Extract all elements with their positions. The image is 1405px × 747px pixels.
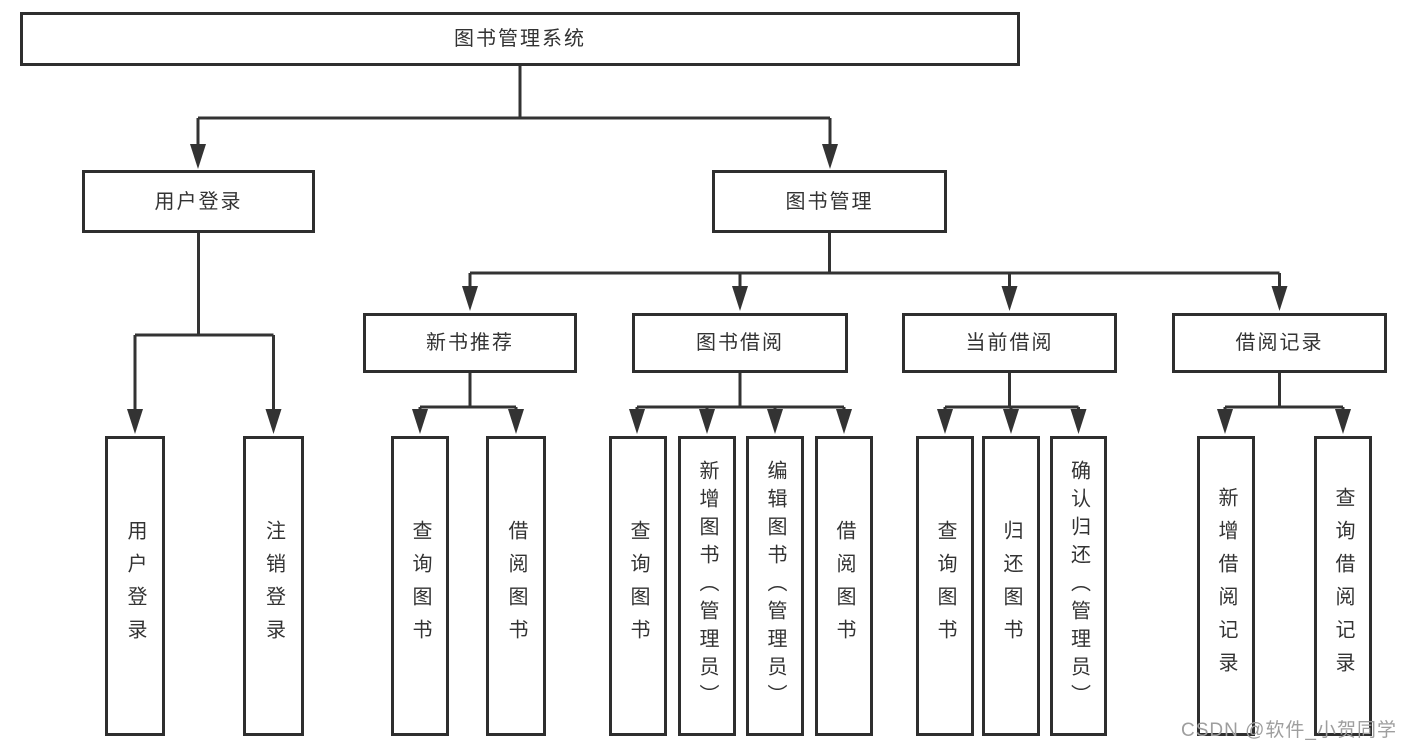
leaf-edit-book-admin: 编辑图书（管理员） — [746, 436, 804, 736]
leaf-query-book-recommend: 查询图书 — [391, 436, 449, 736]
node-borrow-record: 借阅记录 — [1172, 313, 1387, 373]
node-current-borrow: 当前借阅 — [902, 313, 1117, 373]
node-user-login: 用户登录 — [82, 170, 315, 233]
node-library-management-system: 图书管理系统 — [20, 12, 1020, 66]
leaf-query-borrow-record: 查询借阅记录 — [1314, 436, 1372, 736]
connector-lines — [133, 66, 1345, 414]
leaf-user-login: 用户登录 — [105, 436, 165, 736]
leaf-query-book-borrow: 查询图书 — [609, 436, 667, 736]
node-book-management: 图书管理 — [712, 170, 947, 233]
leaf-logout: 注销登录 — [243, 436, 304, 736]
csdn-watermark: CSDN @软件_小贺同学 — [1181, 720, 1397, 741]
leaf-return-book: 归还图书 — [982, 436, 1040, 736]
leaf-add-borrow-record: 新增借阅记录 — [1197, 436, 1255, 736]
leaf-borrow-book-recommend: 借阅图书 — [486, 436, 546, 736]
leaf-query-book-current: 查询图书 — [916, 436, 974, 736]
leaf-add-book-admin: 新增图书（管理员） — [678, 436, 736, 736]
node-new-book-recommend: 新书推荐 — [363, 313, 577, 373]
node-book-borrow: 图书借阅 — [632, 313, 848, 373]
leaf-borrow-book: 借阅图书 — [815, 436, 873, 736]
leaf-confirm-return-admin: 确认归还（管理员） — [1050, 436, 1107, 736]
connector-arrowheads — [127, 144, 1351, 434]
